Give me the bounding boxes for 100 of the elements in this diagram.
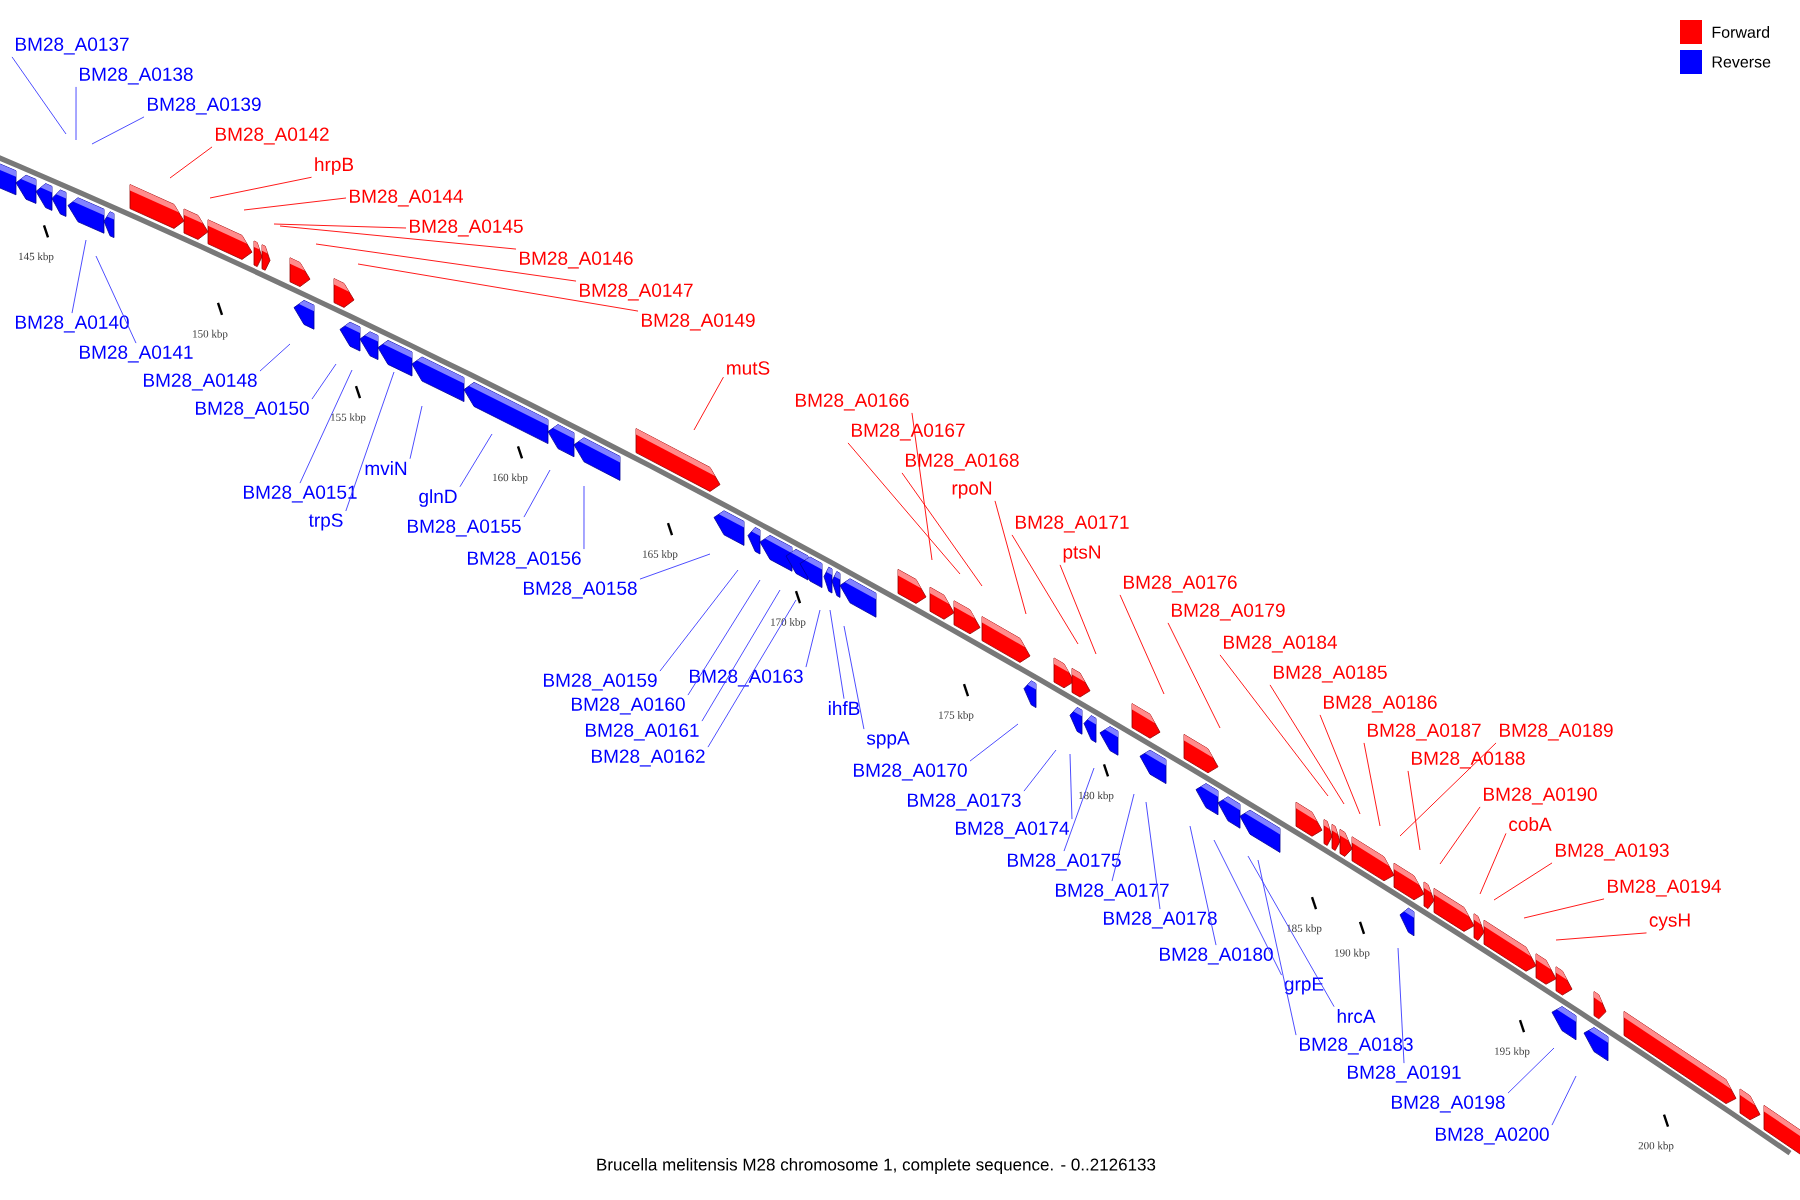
gene-label: hrpB xyxy=(315,157,354,175)
leader-line xyxy=(75,86,77,141)
leader-line xyxy=(243,197,347,211)
gene-label: BM28_A0140 xyxy=(16,315,129,333)
gene-label: BM28_A0151 xyxy=(244,485,357,503)
gene-label: BM28_A0174 xyxy=(956,821,1069,839)
gene-label: BM28_A0167 xyxy=(852,423,965,441)
gene-label: BM28_A0179 xyxy=(1172,603,1285,621)
leader-line xyxy=(843,625,865,730)
gene-label: BM28_A0175 xyxy=(1008,853,1121,871)
gene-label: BM28_A0177 xyxy=(1056,883,1169,901)
gene-label: BM28_A0191 xyxy=(1348,1065,1461,1083)
gene-label: BM28_A0185 xyxy=(1274,665,1387,683)
caption: Brucella melitensis M28 chromosome 1, complete sequence. - 0..2126133 xyxy=(597,1158,1156,1174)
leader-line xyxy=(1407,770,1421,851)
gene-label: grpE xyxy=(1284,977,1324,995)
leader-line xyxy=(805,609,821,668)
leader-line xyxy=(357,263,639,312)
gene-label: BM28_A0142 xyxy=(216,127,329,145)
leader-line xyxy=(1555,932,1647,941)
leader-line xyxy=(209,176,312,199)
gene-label: BM28_A0161 xyxy=(586,723,699,741)
leader-line xyxy=(169,146,213,179)
gene-label: BM28_A0171 xyxy=(1016,515,1129,533)
leader-line xyxy=(847,442,961,575)
leader-line xyxy=(687,579,761,696)
leader-line xyxy=(701,589,781,722)
gene-label: BM28_A0162 xyxy=(592,749,705,767)
gene-label: mviN xyxy=(365,461,407,475)
gene-label: BM28_A0159 xyxy=(544,673,657,691)
gene-label: BM28_A0170 xyxy=(854,763,967,781)
gene-label: BM28_A0150 xyxy=(196,401,309,419)
leader-line xyxy=(71,239,87,314)
leader-line xyxy=(659,569,739,672)
leader-line xyxy=(279,225,517,250)
gene-label: BM28_A0178 xyxy=(1104,911,1217,929)
gene-label: BM28_A0183 xyxy=(1300,1037,1413,1055)
leader-line xyxy=(345,371,395,512)
leader-line xyxy=(583,485,585,550)
gene-label: BM28_A0166 xyxy=(796,393,909,411)
leader-line xyxy=(829,609,845,700)
leader-line xyxy=(1023,749,1057,792)
leader-line xyxy=(1399,742,1497,837)
gene-label: BM28_A0198 xyxy=(1392,1095,1505,1113)
gene-label: BM28_A0160 xyxy=(572,697,685,715)
gene-label: BM28_A0138 xyxy=(80,67,193,85)
leader-line xyxy=(1247,855,1335,1008)
leader-line xyxy=(523,469,551,518)
gene-label: BM28_A0184 xyxy=(1224,635,1337,653)
gene-label: cysH xyxy=(1649,913,1690,931)
leader-line xyxy=(1479,832,1507,895)
leader-line xyxy=(1551,1075,1577,1126)
gene-label: BM28_A0188 xyxy=(1412,751,1525,769)
legend-label: Reverse xyxy=(1712,56,1771,68)
leader-line xyxy=(1507,1047,1555,1094)
leader-line xyxy=(1069,753,1073,820)
leader-line xyxy=(315,243,577,282)
leader-line xyxy=(1063,767,1095,852)
gene-label: BM28_A0144 xyxy=(350,189,463,207)
leader-line xyxy=(1397,947,1405,1064)
gene-label: BM28_A0194 xyxy=(1608,879,1721,897)
gene-label: BM28_A0190 xyxy=(1484,787,1597,805)
gene-label: BM28_A0141 xyxy=(80,345,193,363)
legend-label: Forward xyxy=(1712,26,1770,38)
leader-line xyxy=(1145,801,1161,910)
leader-line xyxy=(1257,859,1297,1036)
gene-label: BM28_A0173 xyxy=(908,793,1021,811)
gene-label: BM28_A0180 xyxy=(1160,947,1273,965)
gene-label: BM28_A0145 xyxy=(410,219,523,237)
gene-label: BM28_A0158 xyxy=(524,581,637,599)
leader-line xyxy=(273,223,407,229)
gene-label: rpoN xyxy=(952,481,992,499)
leader-line xyxy=(1363,742,1381,827)
leader-line xyxy=(1319,714,1361,815)
leader-line xyxy=(1269,684,1345,805)
leader-line xyxy=(459,433,493,488)
leader-line xyxy=(707,599,797,748)
leader-line xyxy=(259,343,291,372)
leader-line xyxy=(1119,594,1165,695)
leader-line xyxy=(11,56,67,135)
gene-label: mutS xyxy=(727,361,770,375)
gene-label: BM28_A0163 xyxy=(690,669,803,687)
leader-line xyxy=(311,363,337,400)
gene-label: BM28_A0176 xyxy=(1124,575,1237,593)
gene-label: hrcA xyxy=(1337,1009,1376,1023)
gene-label: BM28_A0189 xyxy=(1500,723,1613,741)
leader-line xyxy=(1493,862,1553,901)
gene-label: BM28_A0187 xyxy=(1368,723,1481,741)
gene-label: ptsN xyxy=(1063,545,1100,563)
leader-line xyxy=(299,369,353,484)
leader-line xyxy=(1059,564,1097,655)
leader-line xyxy=(1439,806,1481,865)
leader-line xyxy=(911,412,933,561)
leader-line xyxy=(1167,622,1221,729)
gene-label: BM28_A0137 xyxy=(16,37,129,55)
gene-label: BM28_A0147 xyxy=(580,283,693,301)
gene-label: BM28_A0146 xyxy=(520,251,633,269)
gene-label: BM28_A0200 xyxy=(1436,1127,1549,1145)
gene-label: BM28_A0168 xyxy=(906,453,1019,471)
leader-line xyxy=(901,472,983,587)
